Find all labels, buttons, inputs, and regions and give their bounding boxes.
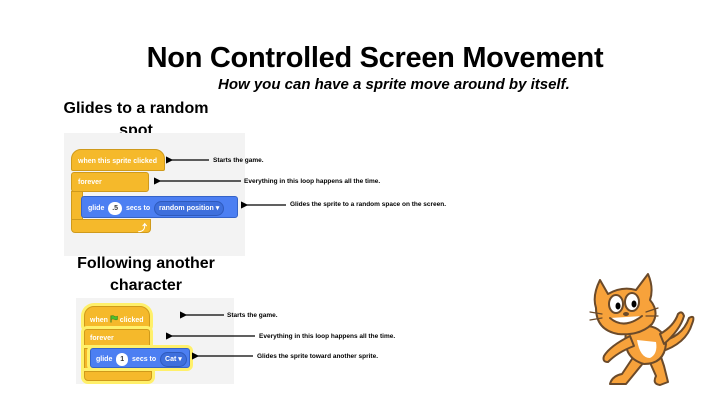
- dropdown-arrow-icon-2: ▾: [178, 356, 182, 363]
- hat-clicked-label: clicked: [119, 316, 144, 324]
- dropdown-arrow-icon: ▾: [215, 205, 220, 212]
- secs-input[interactable]: .5: [108, 202, 123, 215]
- when-sprite-clicked-block[interactable]: when this sprite clicked: [71, 149, 165, 171]
- forever-loop-bottom: ⤴: [71, 219, 151, 233]
- loop-arrow-icon: ⤴: [138, 223, 148, 233]
- loop-label-2: forever: [90, 335, 114, 342]
- annotation-starts-game-2: Starts the game.: [227, 312, 278, 319]
- annotation-glide-1: Glides the sprite to a random space on t…: [290, 201, 447, 208]
- when-flag-clicked-block[interactable]: when clicked: [84, 306, 150, 328]
- secs-to-label: secs to: [125, 205, 151, 212]
- secs-to-label-2: secs to: [132, 356, 157, 363]
- target-dropdown-value-2: Cat: [165, 356, 177, 363]
- glide-label: glide: [88, 205, 105, 212]
- glide-label-2: glide: [96, 356, 113, 363]
- annotation-glide-2: Glides the sprite toward another sprite.: [257, 353, 378, 360]
- green-flag-icon: [110, 315, 118, 325]
- glide-to-random-block[interactable]: glide .5 secs to random position ▾: [81, 196, 238, 218]
- section2-heading: Following another character: [77, 255, 215, 294]
- glide-to-cat-block[interactable]: glide 1 secs to Cat ▾: [90, 348, 190, 368]
- forever-loop-block-2[interactable]: forever: [84, 329, 150, 349]
- forever-loop-bottom-2: [84, 371, 152, 381]
- target-dropdown-2[interactable]: Cat ▾: [160, 352, 187, 367]
- page-title: Non Controlled Screen Movement: [146, 42, 604, 74]
- secs-input-2[interactable]: 1: [116, 353, 129, 366]
- target-dropdown-value: random position: [158, 205, 214, 212]
- forever-loop-block[interactable]: forever: [71, 172, 149, 192]
- page-subtitle: How you can have a sprite move around by…: [218, 76, 570, 93]
- annotation-loop-1: Everything in this loop happens all the …: [244, 178, 381, 185]
- target-dropdown[interactable]: random position ▾: [153, 201, 225, 216]
- scratch-cat-icon: [589, 273, 695, 386]
- annotation-loop-2: Everything in this loop happens all the …: [259, 333, 396, 340]
- hat-when-label: when: [90, 316, 108, 324]
- annotation-starts-game-1: Starts the game.: [213, 157, 264, 164]
- loop-label: forever: [78, 179, 102, 186]
- hat-label: when this sprite clicked: [78, 158, 157, 165]
